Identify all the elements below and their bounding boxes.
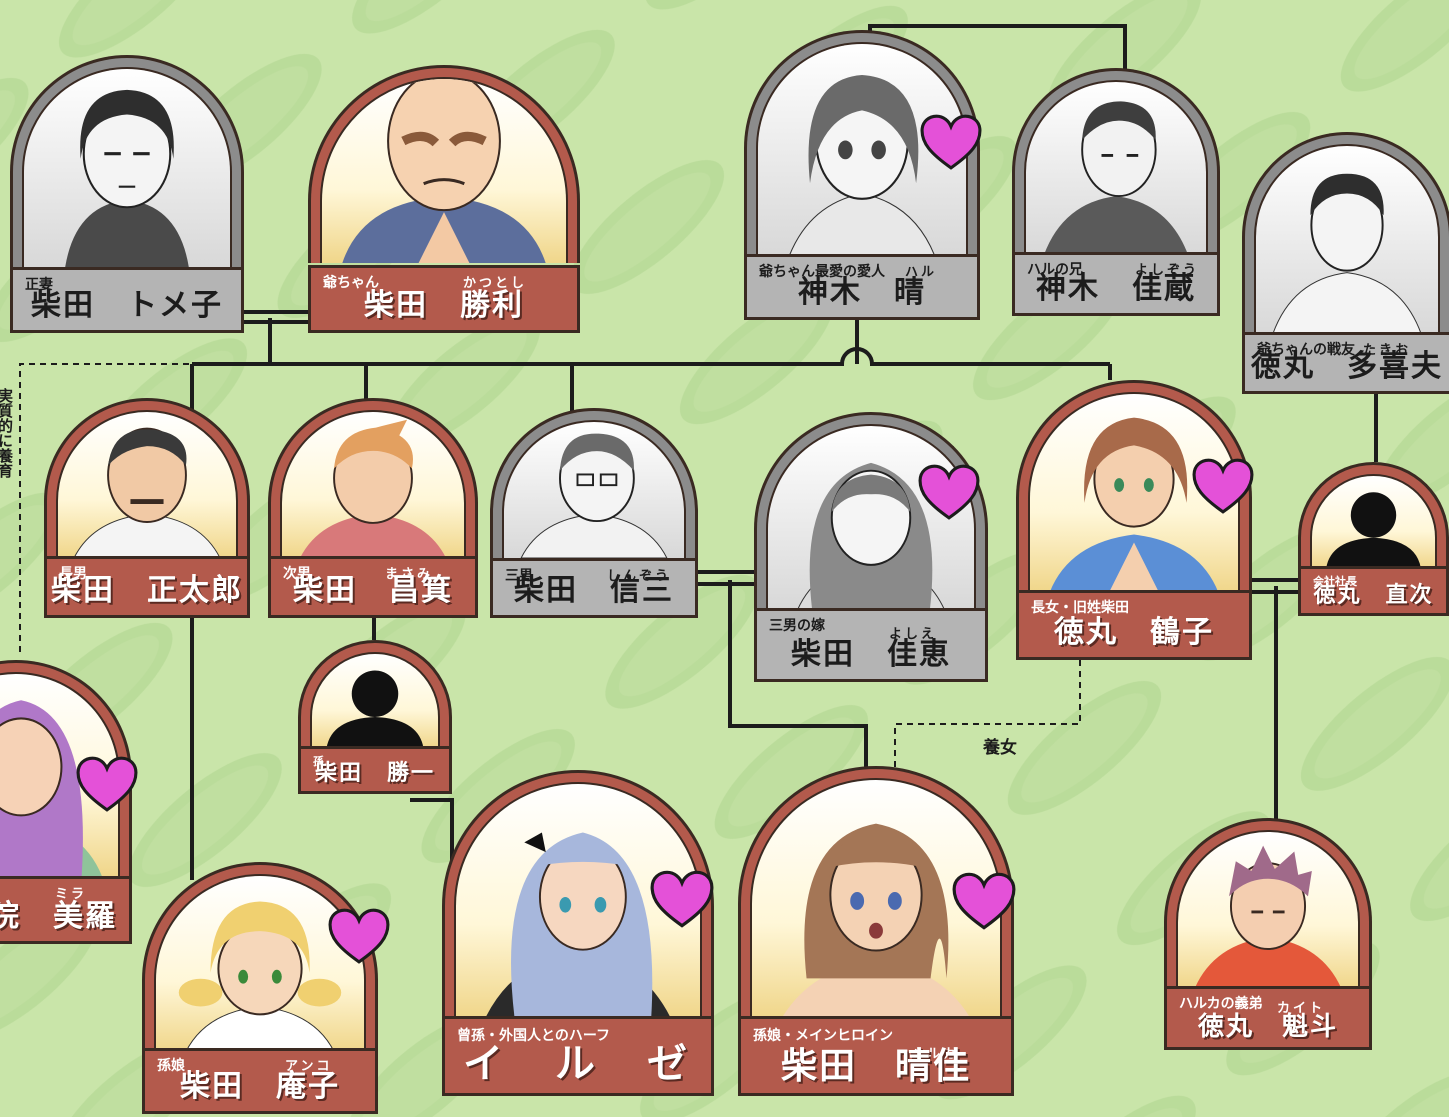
card-tsuruko: 長女・旧姓柴田 徳丸 鶴子 bbox=[1016, 380, 1254, 660]
heart-icon bbox=[328, 908, 390, 964]
portrait-grandpa bbox=[342, 79, 546, 263]
role-label: 爺ちゃん最愛の愛人 bbox=[759, 264, 885, 280]
role-label: ハルカの義弟 bbox=[1179, 996, 1263, 1012]
card-haruka: 孫娘・メインヒロイン ハルカ 柴田 晴佳 bbox=[738, 766, 1016, 1096]
person-name: 柴田 庵子 bbox=[180, 1069, 340, 1104]
person-name: 院 美羅 bbox=[0, 899, 117, 934]
person-name: 徳丸 多喜夫 bbox=[1251, 349, 1443, 384]
silhouette-icon bbox=[1326, 492, 1421, 568]
card-yoshizou: ハルの兄 よしぞう 神木 佳蔵 bbox=[1012, 68, 1220, 316]
name-reading: ハル bbox=[905, 265, 938, 280]
name-reading: ハルカ bbox=[911, 1047, 959, 1062]
card-takio: 爺ちゃんの戦友 たきお 徳丸 多喜夫 bbox=[1242, 132, 1449, 394]
person-name: 柴田 正太郎 bbox=[51, 573, 243, 608]
heart-icon bbox=[920, 114, 982, 170]
portrait-anko bbox=[178, 901, 342, 1052]
role-label: 会社社長 bbox=[1313, 575, 1357, 588]
role-label: ハルの兄 bbox=[1027, 262, 1083, 278]
portrait-gray-yoshie bbox=[796, 462, 946, 610]
person-name: 柴田 トメ子 bbox=[31, 288, 223, 323]
portrait-gray-third-son bbox=[520, 433, 668, 558]
name-reading: カイト bbox=[1277, 1001, 1326, 1016]
card-yoshie: 三男の嫁 よしえ 柴田 佳恵 bbox=[754, 412, 988, 682]
person-name: 神木 晴 bbox=[798, 275, 926, 310]
role-label: 次男 bbox=[283, 566, 311, 582]
person-name: 柴田 勝一 bbox=[314, 761, 435, 786]
heart-icon bbox=[650, 870, 714, 928]
role-label: 三男 bbox=[505, 568, 533, 584]
card-katsuichi: 孫 柴田 勝一 bbox=[298, 640, 452, 794]
person-name: 徳丸 魁斗 bbox=[1197, 1012, 1338, 1042]
heart-icon bbox=[1192, 458, 1254, 514]
portrait-ilse bbox=[485, 832, 671, 1018]
card-ilse: 曾孫・外国人とのハーフ イ ル ゼ bbox=[442, 770, 714, 1096]
person-name: 徳丸 鶴子 bbox=[1054, 615, 1214, 650]
person-name: 柴田 昌箕 bbox=[293, 573, 453, 608]
name-reading: アンコ bbox=[285, 1059, 333, 1074]
role-label: 爺ちゃんの戦友 bbox=[1257, 342, 1355, 358]
role-label: 三男の嫁 bbox=[769, 618, 825, 634]
card-anko: 孫娘 アンコ 柴田 庵子 bbox=[142, 862, 390, 1114]
portrait-second-son bbox=[300, 419, 446, 558]
name-reading: よしえ bbox=[889, 627, 938, 642]
person-name: 柴田 勝利 bbox=[364, 288, 524, 323]
person-name: 徳丸 直次 bbox=[1313, 583, 1434, 608]
portrait-mira bbox=[0, 700, 102, 876]
card-tomeko: 正妻 柴田 トメ子 bbox=[10, 55, 244, 333]
card-masami: 次男 まさみ 柴田 昌箕 bbox=[268, 398, 478, 618]
card-katsutoshi: 爺ちゃん かつとし 柴田 勝利 bbox=[308, 65, 580, 333]
role-label: 孫娘 bbox=[157, 1058, 185, 1074]
portrait-eldest-son bbox=[73, 427, 221, 558]
portrait-gray-soldier bbox=[1043, 101, 1189, 256]
name-reading: かつとし bbox=[463, 276, 528, 291]
card-shinzou: 三男 しんぞう 柴田 信三 bbox=[490, 408, 698, 618]
portrait-tsuruko bbox=[1049, 417, 1219, 592]
person-name: 柴田 信三 bbox=[514, 573, 674, 608]
role-label: 正妻 bbox=[25, 277, 53, 293]
name-reading: しんぞう bbox=[607, 569, 672, 584]
name-reading: まさみ bbox=[385, 567, 434, 582]
name-reading: よしぞう bbox=[1135, 263, 1200, 278]
card-shoutarou: 長男 柴田 正太郎 bbox=[44, 398, 250, 618]
role-label: 曾孫・外国人とのハーフ bbox=[457, 1028, 611, 1044]
portrait-gray-wife bbox=[65, 89, 189, 267]
person-name: 神木 佳蔵 bbox=[1036, 271, 1196, 306]
adoption-label: 養女 bbox=[983, 738, 1017, 758]
name-reading: たきお bbox=[1363, 343, 1412, 358]
portrait-gray-friend bbox=[1272, 173, 1422, 334]
card-naoji: 会社社長 徳丸 直次 bbox=[1298, 462, 1449, 616]
person-name: 柴田 佳恵 bbox=[791, 637, 951, 672]
portrait-gray-haru bbox=[788, 75, 936, 256]
heart-icon bbox=[952, 872, 1016, 930]
role-label: 孫娘・メインヒロイン bbox=[753, 1028, 893, 1044]
portrait-haruka bbox=[781, 823, 971, 1018]
person-name: イ ル ゼ bbox=[463, 1041, 693, 1087]
side-note-label: 実質的に養育 bbox=[0, 388, 14, 478]
person-name: 柴田 晴佳 bbox=[780, 1046, 971, 1087]
portrait-kaito bbox=[1194, 845, 1342, 988]
card-haru: 爺ちゃん最愛の愛人 ハル 神木 晴 bbox=[744, 30, 982, 320]
role-label: 長男 bbox=[59, 566, 87, 582]
heart-icon bbox=[918, 464, 980, 520]
silhouette-icon bbox=[326, 670, 424, 748]
role-label: 長女・旧姓柴田 bbox=[1031, 600, 1129, 616]
card-mira: ミラ 院 美羅 bbox=[0, 660, 138, 944]
role-label: 爺ちゃん bbox=[323, 275, 379, 291]
name-reading: ミラ bbox=[55, 887, 88, 902]
heart-icon bbox=[76, 756, 138, 812]
role-label: 孫 bbox=[313, 755, 324, 768]
card-kaito: ハルカの義弟 カイト 徳丸 魁斗 bbox=[1164, 818, 1372, 1050]
